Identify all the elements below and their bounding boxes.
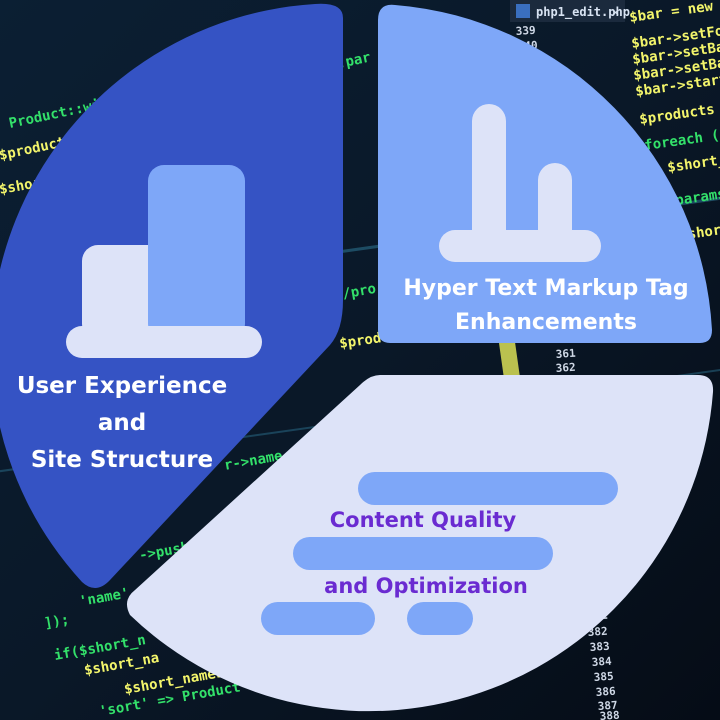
label-ux-line: and (97, 410, 147, 436)
bar-chart-icon (439, 104, 601, 262)
code-line: ]); (43, 612, 71, 632)
text-lines-icon (261, 472, 618, 635)
line-number: 386 (595, 685, 616, 699)
svg-text:✕: ✕ (612, 5, 619, 19)
code-line: $prod- (338, 329, 390, 352)
label-html-line: Hyper Text Markup Tag (403, 276, 689, 301)
label-ux-line: User Experience (16, 373, 228, 399)
label-content-line2: and Optimization (324, 574, 528, 598)
line-number: 362 (555, 361, 576, 375)
line-number: 388 (599, 709, 620, 720)
line-number: 339 (515, 24, 536, 38)
code-line: params (674, 186, 720, 209)
editor-tab (510, 0, 625, 22)
code-line: s/pro (333, 281, 377, 304)
line-number: 384 (591, 655, 612, 669)
label-html: Hyper Text Markup Tag Enhancements (396, 272, 696, 340)
label-content-line1: Content Quality (329, 508, 517, 532)
line-number: 385 (593, 670, 614, 684)
label-html-line: Enhancements (455, 310, 637, 335)
label-ux-line: Site Structure (30, 447, 214, 473)
line-number: 387 (597, 699, 618, 713)
editor-tab-label: php1_edit.php (536, 5, 630, 20)
line-number: 383 (589, 640, 610, 654)
label-ux: User Experience and Site Structure (2, 370, 242, 477)
bar-chart-icon (66, 165, 262, 358)
line-number: 361 (555, 347, 576, 361)
